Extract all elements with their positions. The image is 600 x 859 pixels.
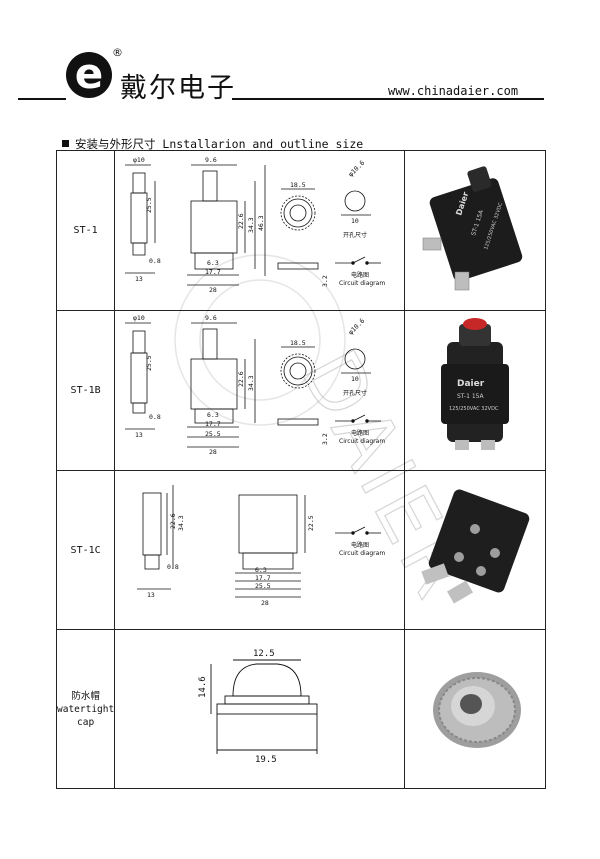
dim-label: 25.5 (145, 355, 153, 371)
circuit-label-cn: 电路图 (351, 541, 369, 549)
product-photo: Daier ST-1 15A 125/250VAC 32VDC (422, 165, 523, 290)
dim-label: 22.6 (169, 513, 177, 529)
svg-text:ST-1 15A: ST-1 15A (457, 393, 484, 400)
dim-label: 22.6 (237, 371, 245, 387)
product-photo (421, 489, 530, 604)
registered-mark: ® (112, 46, 123, 59)
dim-label: 6.3 (255, 566, 267, 574)
outline-drawing: 22.6 34.3 0.8 13 22.5 6.3 17.7 25.5 28 电… (137, 485, 386, 607)
section-title: 安装与外形尺寸 Lnstallarion and outline size (62, 136, 363, 152)
drawing-cell: 12.5 14.6 19.5 (114, 629, 406, 789)
cap-label-en2: cap (77, 716, 95, 728)
section-title-text: 安装与外形尺寸 Lnstallarion and outline size (75, 137, 364, 151)
dim-label: φ10.6 (347, 159, 367, 179)
dim-label: 17.7 (205, 268, 221, 276)
product-photo-cell (404, 470, 547, 630)
outline-drawing: φ10 25.5 0.8 13 9.6 22.6 34.3 46.3 6.3 1… (125, 156, 386, 294)
dim-label: 13 (147, 591, 155, 599)
dim-label: 18.5 (290, 339, 306, 347)
dim-label: 34.3 (247, 217, 255, 233)
cap-label-cn: 防水帽 (71, 690, 100, 702)
product-photo-cell: Daier ST-1 15A 125/250VAC 32VDC (404, 310, 547, 471)
product-photo: Daier ST-1 15A 125/250VAC 32VDC (441, 317, 510, 450)
circuit-label-en: Circuit diagram (339, 550, 385, 557)
dim-label: 19.5 (255, 755, 277, 765)
dim-label: 9.6 (205, 314, 217, 322)
drawing-cell: 22.6 34.3 0.8 13 22.5 6.3 17.7 25.5 28 电… (114, 470, 406, 630)
model-label: ST-1B (55, 310, 116, 471)
table-row: ST-1B (55, 310, 547, 471)
model-label: ST-1 (55, 150, 116, 311)
dim-label: 18.5 (290, 181, 306, 189)
circuit-label-en: Circuit diagram (339, 280, 385, 287)
dim-label: φ10.6 (347, 317, 367, 337)
dim-label: 34.3 (247, 375, 255, 391)
product-photo-cell: Daier ST-1 15A 125/250VAC 32VDC (404, 150, 547, 311)
product-photo-cell (404, 629, 547, 789)
dim-label: 13 (135, 431, 143, 439)
company-name: 戴尔电子 (120, 73, 236, 104)
dim-label: 22.6 (237, 213, 245, 229)
dim-label: 25.5 (205, 430, 221, 438)
bullet-square-icon (62, 140, 69, 147)
drawing-cell: φ10 25.5 0.8 13 9.6 22.6 34.3 46.3 6.3 1… (114, 150, 406, 311)
dim-label: 25.5 (255, 582, 271, 590)
circuit-label-cn: 电路图 (351, 429, 369, 437)
dim-label: 34.3 (177, 515, 185, 531)
dim-label: 28 (209, 286, 217, 294)
website-url[interactable]: www.chinadaier.com (388, 84, 519, 98)
dim-label: 17.7 (255, 574, 271, 582)
outline-drawing: 12.5 14.6 19.5 (198, 649, 318, 765)
table-row: ST-1C 22.6 34.3 0.8 13 (55, 470, 547, 630)
dim-label: 17.7 (205, 420, 221, 428)
hole-size-label: 开孔尺寸 (343, 231, 367, 239)
model-label: 防水帽 watertight cap (55, 629, 116, 789)
drawing-cell: φ10 25.5 0.8 13 9.6 22.6 34.3 6.3 17.7 2… (114, 310, 406, 471)
dim-label: 22.5 (307, 515, 315, 531)
dim-label: 0.8 (167, 563, 179, 571)
dim-label: 0.8 (149, 413, 161, 421)
model-label: ST-1C (55, 470, 116, 630)
circuit-label-cn: 电路图 (351, 271, 369, 279)
dim-label: 12.5 (253, 649, 275, 659)
dim-label: 25.5 (145, 197, 153, 213)
dim-label: 3.2 (321, 275, 329, 287)
dim-label: 10 (351, 217, 359, 225)
svg-text:Daier: Daier (457, 379, 485, 389)
header-rule-left (18, 98, 66, 100)
hole-size-label: 开孔尺寸 (343, 389, 367, 397)
dim-label: φ10 (133, 314, 145, 322)
dim-label: 28 (261, 599, 269, 607)
header-rule-right (232, 98, 544, 100)
outline-drawing: φ10 25.5 0.8 13 9.6 22.6 34.3 6.3 17.7 2… (125, 314, 386, 456)
dim-label: 28 (209, 448, 217, 456)
table-row: ST-1 (55, 150, 547, 311)
product-photo (433, 672, 522, 748)
dim-label: 46.3 (257, 215, 265, 231)
dim-label: 9.6 (205, 156, 217, 164)
dim-label: 14.6 (198, 676, 208, 698)
table-row: 防水帽 watertight cap 12.5 14.6 19.5 (55, 629, 547, 789)
circuit-label-en: Circuit diagram (339, 438, 385, 445)
dim-label: φ10 (133, 156, 145, 164)
svg-text:125/250VAC 32VDC: 125/250VAC 32VDC (449, 406, 499, 412)
cap-label-en: watertight (57, 703, 115, 715)
dim-label: 6.3 (207, 259, 219, 267)
dim-label: 0.8 (149, 257, 161, 265)
dim-label: 13 (135, 275, 143, 283)
dim-label: 10 (351, 375, 359, 383)
dim-label: 6.3 (207, 411, 219, 419)
spec-table: ST-1 (55, 150, 547, 789)
company-logo: e (66, 52, 112, 98)
dim-label: 3.2 (321, 433, 329, 445)
